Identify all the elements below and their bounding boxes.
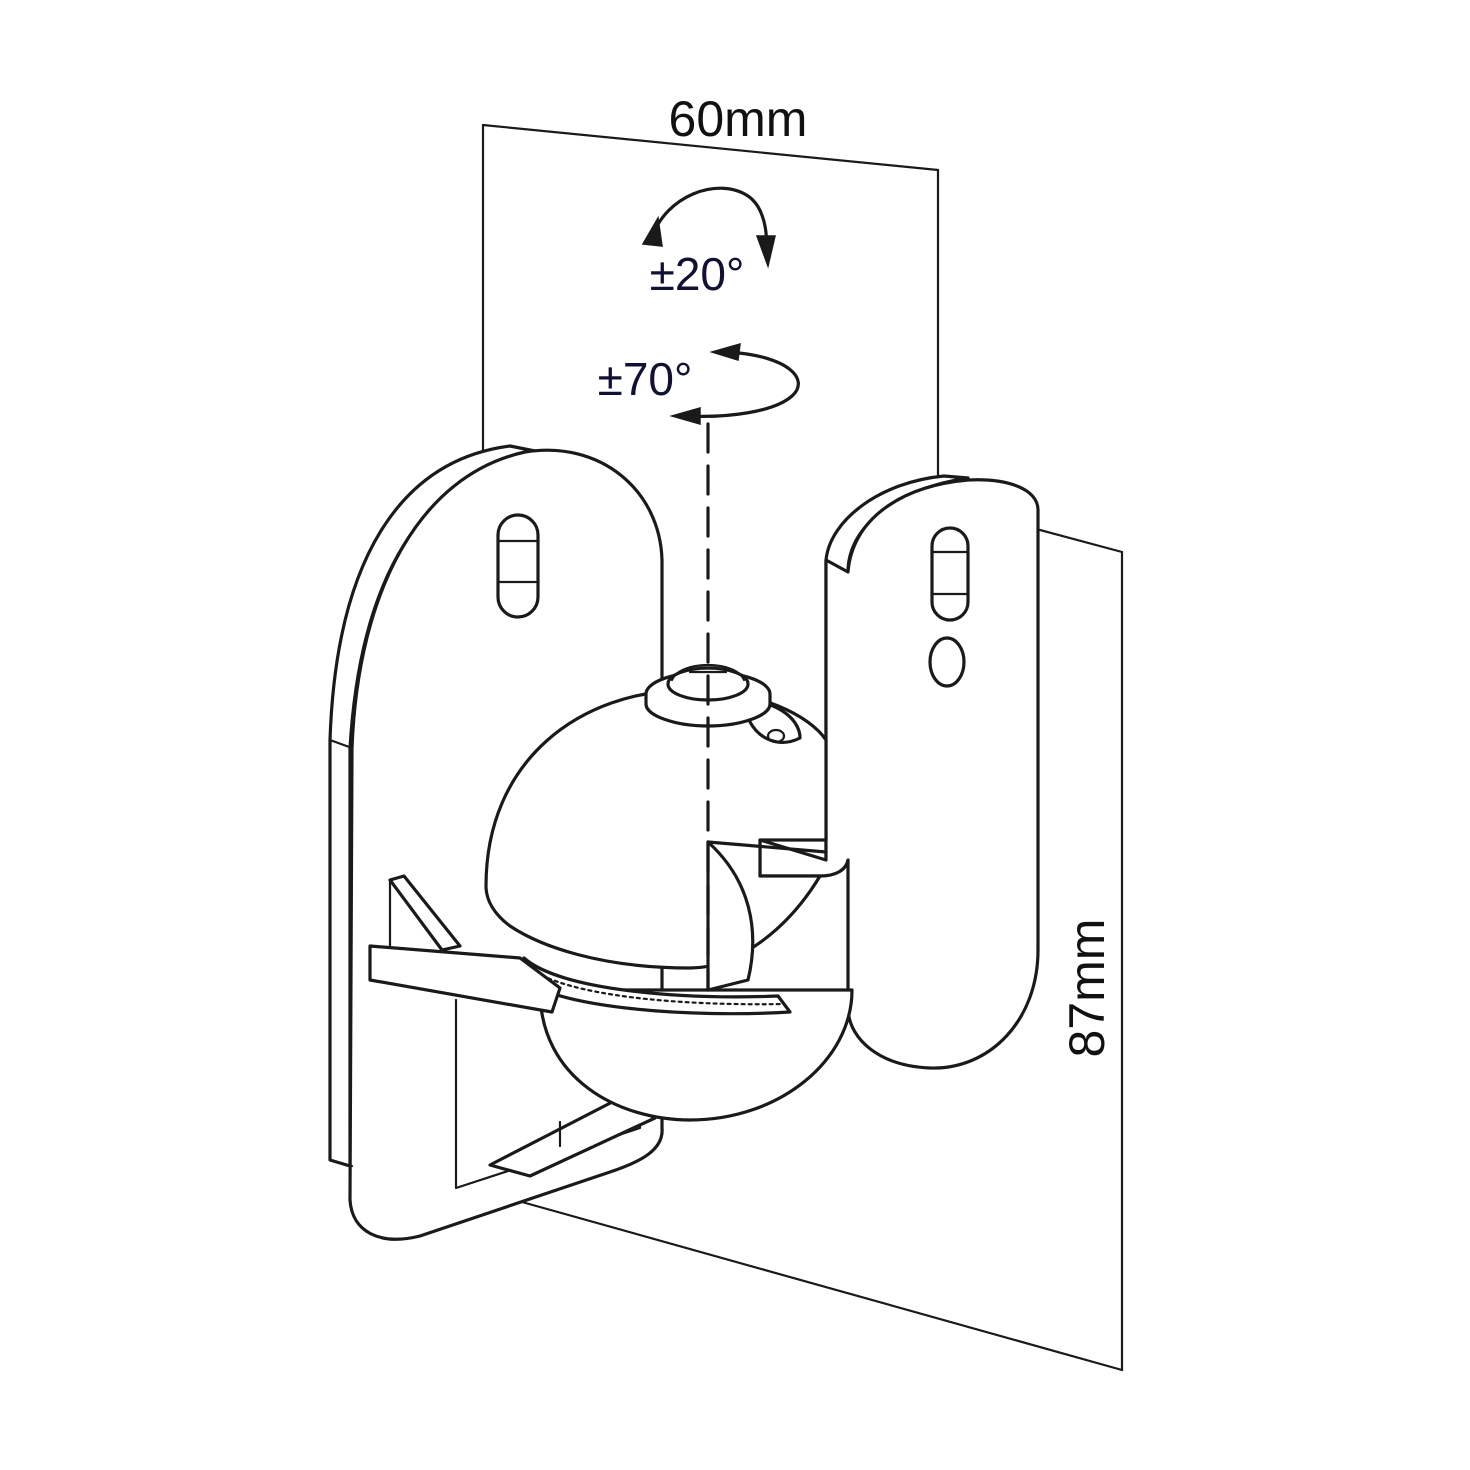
height-label: 87mm (1059, 919, 1115, 1058)
height-extension-bottom (520, 1200, 1124, 1372)
swivel-rotation-indicator: ±70° (598, 342, 800, 425)
tilt-arrow-arc (650, 186, 769, 254)
speaker-arm (758, 474, 1040, 1070)
tilt-rotation-indicator: ±20° (641, 186, 776, 300)
front-tab (368, 874, 562, 1014)
screw-head-dome (670, 663, 746, 682)
front-tab-top (388, 874, 462, 952)
ball-serrated-ring (522, 956, 792, 1016)
wall-plate-corner-line (328, 738, 354, 750)
swivel-arrow-arc (684, 350, 800, 418)
ball-boss-line (706, 840, 828, 854)
tilt-arrowhead-right (755, 235, 776, 269)
wall-plate-mounting-slot (496, 513, 540, 619)
ball-side-slot-hole (766, 728, 786, 744)
tilt-angle-label: ±20° (650, 248, 745, 300)
wall-plate-lower-line (328, 1158, 354, 1168)
ball-inner-boss (706, 840, 755, 992)
ball-lower-sphere (538, 988, 854, 1122)
width-dimension: 60mm (481, 91, 940, 480)
speaker-arm-face (758, 478, 1040, 1070)
width-label: 60mm (669, 91, 808, 147)
swivel-arrowhead-bottom (669, 407, 701, 425)
tilt-arrowhead-left (641, 215, 663, 247)
swivel-angle-label: ±70° (598, 353, 693, 405)
swivel-arrowhead-top (709, 342, 741, 361)
width-dimension-line (481, 123, 940, 172)
speaker-arm-hole (928, 636, 966, 688)
height-dimension: 87mm (520, 506, 1124, 1372)
speaker-arm-mounting-slot (930, 526, 970, 622)
